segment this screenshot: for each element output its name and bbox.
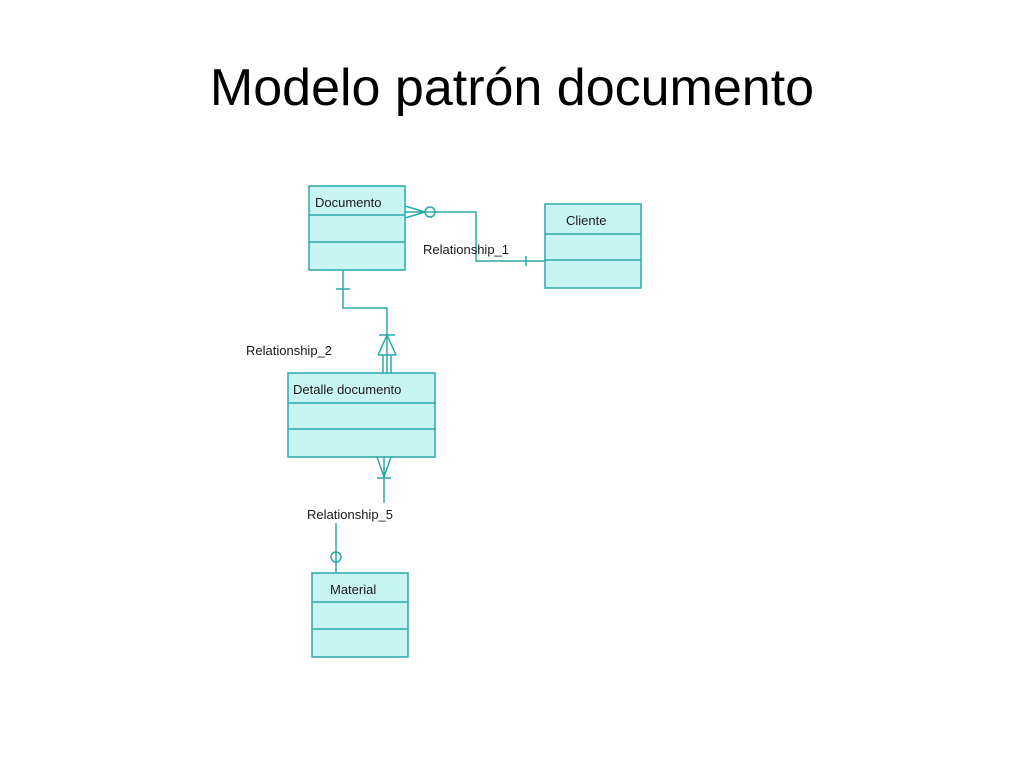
slide-title: Modelo patrón documento <box>209 59 815 117</box>
relationship-1-label: Relationship_1 <box>423 242 509 257</box>
entity-cliente[interactable]: Cliente <box>544 203 642 289</box>
entity-detalle-documento-name: Detalle documento <box>293 382 401 397</box>
relationship-5-connector[interactable] <box>330 456 392 573</box>
relationship-5-label: Relationship_5 <box>307 507 393 522</box>
entity-material[interactable]: Material <box>311 572 409 658</box>
entity-cliente-name: Cliente <box>566 213 606 228</box>
entity-material-name: Material <box>330 582 376 597</box>
entity-detalle-documento[interactable]: Detalle documento <box>287 372 436 458</box>
relationship-2-label: Relationship_2 <box>246 343 332 358</box>
relationship-2-connector[interactable] <box>336 270 397 373</box>
relationship-1-connector[interactable] <box>404 205 545 266</box>
entity-documento-name: Documento <box>315 195 381 210</box>
entity-documento[interactable]: Documento <box>308 185 406 271</box>
